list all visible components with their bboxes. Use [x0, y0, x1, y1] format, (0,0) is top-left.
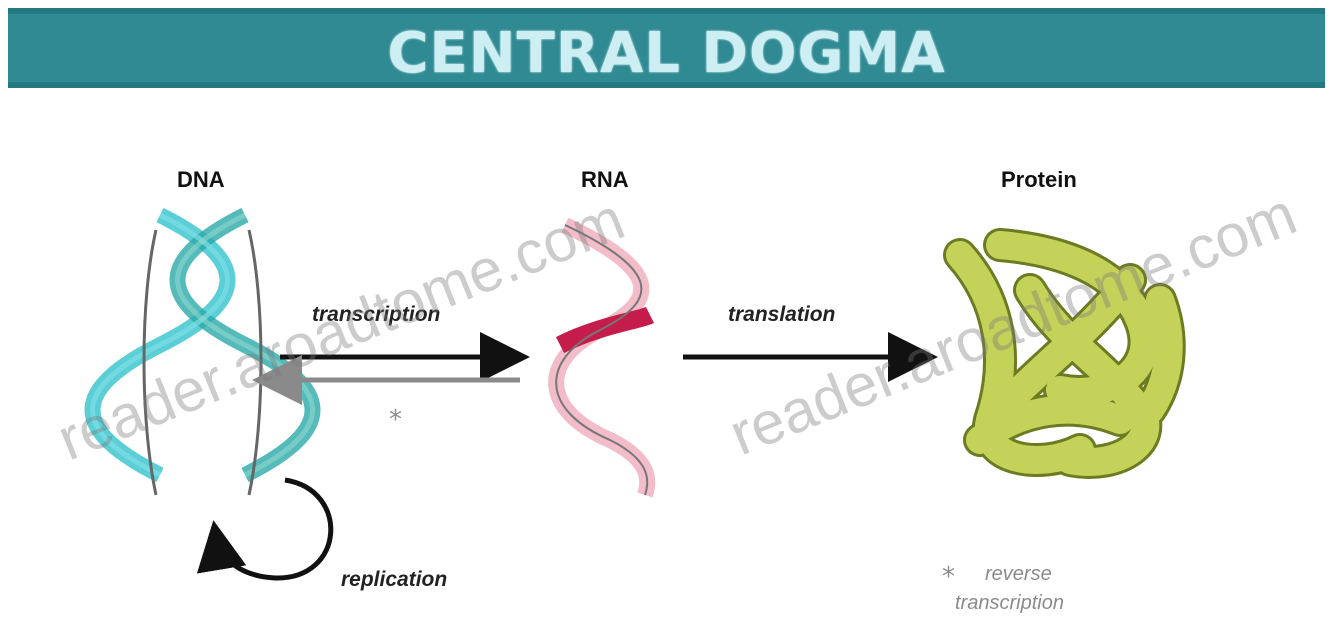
footnote-line1: reverse — [985, 563, 1052, 585]
replication-arrow — [215, 480, 331, 578]
dna-label: DNA — [177, 167, 225, 193]
footnote-line2: transcription — [955, 592, 1064, 614]
replication-label: replication — [341, 568, 447, 592]
translation-label: translation — [728, 303, 835, 327]
footnote-star: * — [942, 562, 955, 592]
protein-label: Protein — [1001, 167, 1077, 193]
reverse-transcription-star: * — [389, 405, 402, 435]
